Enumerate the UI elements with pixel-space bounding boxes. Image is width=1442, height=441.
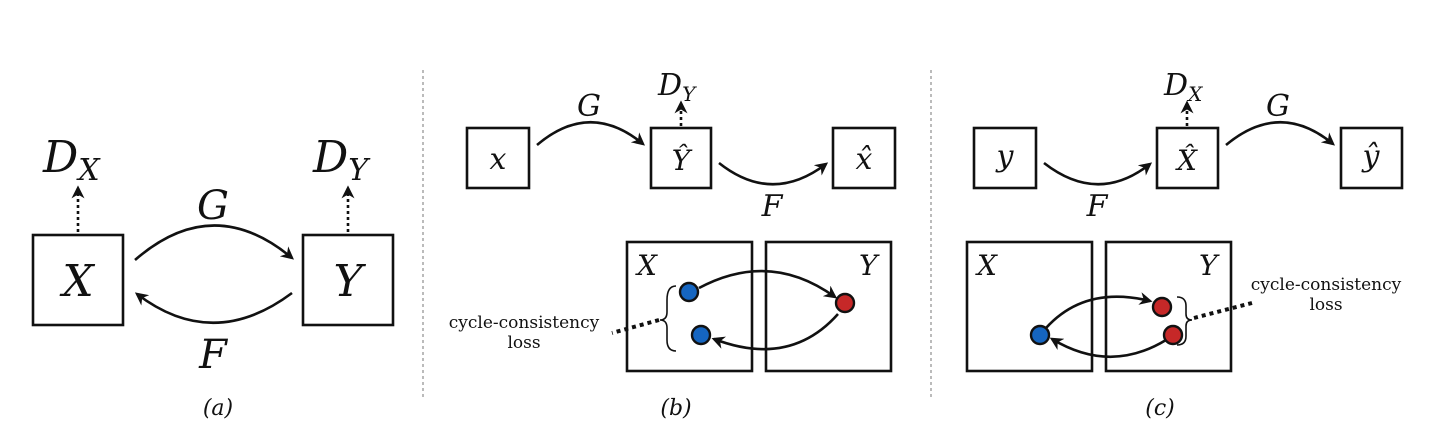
input-y-label: y [995,139,1015,174]
disc-x-label-c: DX [1163,68,1203,106]
caption-b: (b) [660,396,691,421]
disc-y-label: DY [312,132,371,188]
mid-xhat-box [1155,126,1220,190]
domain-x-box-b [625,240,754,373]
cycle-forward-arrow-b [698,269,838,299]
cycle-back-arrow-c [1049,337,1167,359]
node-y-label: Y [333,256,366,307]
panel-b: x Ŷ x̂ DY G F X Y cycle-consistency loss… [449,68,897,421]
domain-y-box-b [764,240,893,373]
map-f-arrow-c [1043,161,1153,186]
map-f-label: F [198,332,228,378]
loss-label-b-line2: loss [507,333,540,353]
panel-a: X Y DX DY G F (a) [31,132,395,421]
map-f-arrow [134,291,293,325]
map-f-arrow-b [718,161,829,186]
node-x-label: X [59,256,95,307]
point-x-original-b [678,281,700,303]
disc-y-label-b: DY [657,68,697,106]
input-y-box [972,126,1038,190]
loss-label-c-line2: loss [1309,295,1342,315]
cycle-back-arrow-b [711,313,839,351]
mid-yhat-label: Ŷ [672,144,693,177]
map-g-label-c: G [1266,89,1290,124]
input-x-label: x [490,142,507,177]
point-y-reconstructed-c [1162,324,1184,346]
point-x-reconstructed-b [690,324,712,346]
caption-a: (a) [203,396,233,421]
cycle-forward-arrow-c [1045,292,1153,329]
map-g-arrow-c [1225,120,1336,146]
input-x-box [465,126,531,190]
map-g-arrow-b [536,120,646,146]
domain-x-label-b: X [635,249,658,282]
panel-c: y X̂ ŷ DX F G X Y cycle-consistency loss… [965,68,1404,421]
domain-y-label-b: Y [859,249,880,282]
loss-label-b-line1: cycle-consistency [449,313,600,333]
loss-label-c-line1: cycle-consistency [1251,275,1402,295]
node-y-box [301,233,395,327]
loss-connector-b [611,318,660,335]
node-x-box [31,233,125,327]
mid-xhat-label: X̂ [1175,144,1198,177]
loss-connector-c [1193,301,1253,320]
output-xhat-label: x̂ [856,142,873,177]
mid-yhat-box [649,126,713,190]
brace-c [1176,296,1193,346]
brace-b [659,285,677,352]
map-g-label: G [197,183,229,229]
point-y-mapped-b [834,292,856,314]
map-g-label-b: G [577,89,601,124]
output-yhat-box [1339,126,1404,190]
output-yhat-label: ŷ [1361,139,1381,174]
domain-y-label-c: Y [1199,249,1220,282]
point-x-mapped-c [1029,324,1051,346]
caption-c: (c) [1145,396,1175,421]
point-y-original-c [1151,296,1173,318]
output-xhat-box [831,126,897,190]
disc-x-label: DX [42,132,101,188]
map-f-label-b: F [761,189,784,224]
map-f-label-c: F [1086,189,1109,224]
domain-x-label-c: X [975,249,998,282]
map-g-arrow [134,224,294,261]
